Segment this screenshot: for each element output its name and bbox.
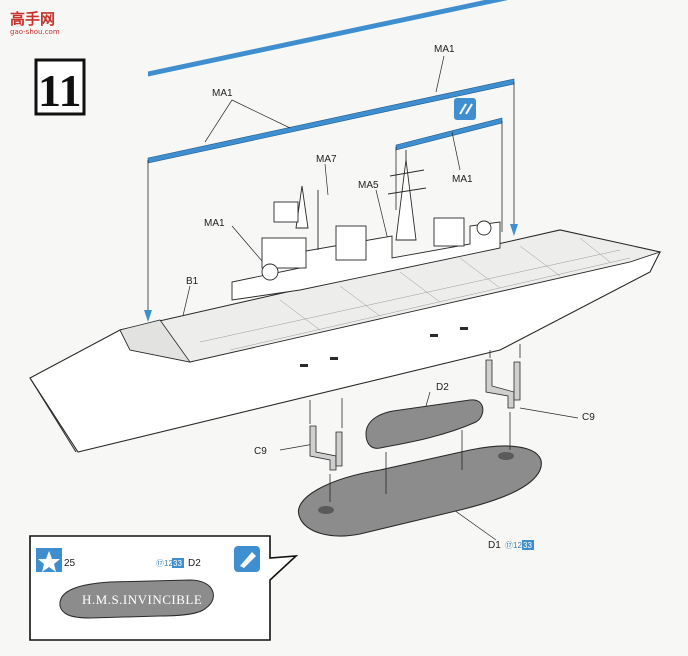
inset-star-number: 25 [64, 558, 76, 569]
label-ma1-deck: MA1 [204, 218, 225, 229]
ship-hull [29, 229, 662, 453]
part-labels: MA1 MA1 MA1 MA1 MA7 MA5 B1 D2 C9 C9 D1 ⑰… [186, 44, 595, 551]
watermark-title: 高手网 [10, 10, 55, 28]
label-b1: B1 [186, 276, 199, 287]
stand-c9-right [485, 359, 521, 409]
ma1-rail-right [395, 117, 503, 151]
label-ma5: MA5 [358, 180, 379, 191]
label-ma7: MA7 [316, 154, 337, 165]
step-number: 11 [38, 65, 81, 116]
d1-ref: ⑰12 [505, 541, 522, 550]
d1-ref-num: 33 [523, 541, 532, 550]
d1-ref-box [522, 540, 534, 550]
glue-icon [240, 552, 256, 568]
nameplate-text: H.M.S.INVINCIBLE [82, 592, 202, 607]
part-d1-base [297, 445, 542, 537]
inset-ref-box [172, 558, 184, 568]
star-icon [38, 551, 60, 572]
part-d2 [365, 399, 484, 449]
guide-arrows [144, 224, 518, 322]
paint-brush-icon [454, 98, 476, 120]
label-ma1-right: MA1 [452, 174, 473, 185]
inset-part-label: D2 [188, 558, 201, 569]
label-d2: D2 [436, 382, 449, 393]
label-c9-left: C9 [254, 446, 267, 457]
watermark-domain: gao-shou.com [10, 28, 60, 36]
ma1-rail-top [147, 78, 515, 164]
island-superstructure [231, 150, 501, 301]
watermark-logo: 高手网 gao-shou.com [8, 8, 68, 36]
label-ma1-top: MA1 [434, 44, 455, 55]
inset-ref-num: 33 [173, 559, 182, 568]
inset-ref: ⑰12 [156, 559, 173, 568]
guide-lines [147, 82, 515, 318]
label-c9-right: C9 [582, 412, 595, 423]
step-number-box: 11 [34, 58, 86, 116]
nameplate-part [59, 579, 214, 619]
stand-c9-left [309, 425, 343, 471]
leader-lines [181, 55, 579, 541]
label-ma1-left: MA1 [212, 88, 233, 99]
assembly-arrows [309, 344, 521, 502]
label-d1: D1 [488, 540, 501, 551]
nameplate-inset: 25 ⑰12 33 D2 H.M.S.INVINCIBLE [29, 535, 299, 641]
ma1-rails [148, 0, 514, 77]
